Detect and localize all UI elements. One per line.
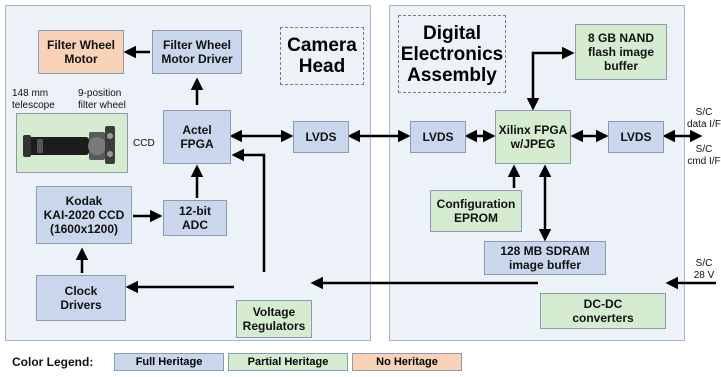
filter-wheel-label: 9-position filter wheel xyxy=(78,88,126,111)
lvds-dea-right-box: LVDS xyxy=(608,121,664,153)
wire-xilinx-nand xyxy=(526,46,575,111)
lvds-dea-left-box: LVDS xyxy=(410,121,466,153)
camera-head-title: Camera Head xyxy=(280,27,364,85)
adc-box: 12-bit ADC xyxy=(163,200,227,236)
wire-regulators-to-actel xyxy=(231,148,266,272)
legend-title: Color Legend: xyxy=(12,355,94,369)
legend-no-heritage: No Heritage xyxy=(352,353,462,371)
legend-partial-heritage: Partial Heritage xyxy=(228,353,348,371)
dc-dc-converters-box: DC-DC converters xyxy=(540,293,666,329)
legend-full-heritage: Full Heritage xyxy=(114,353,224,371)
dea-title: Digital Electronics Assembly xyxy=(398,15,506,93)
filter-wheel-motor-driver-box: Filter Wheel Motor Driver xyxy=(152,30,242,74)
power-28v-label: S/C 28 V xyxy=(693,258,715,281)
voltage-regulators-box: Voltage Regulators xyxy=(236,300,312,338)
filter-wheel-motor-box: Filter Wheel Motor xyxy=(38,30,124,74)
nand-flash-box: 8 GB NAND flash image buffer xyxy=(575,24,667,80)
telescope-label: 148 mm telescope xyxy=(12,88,55,111)
lvds-camera-box: LVDS xyxy=(293,121,349,153)
configuration-eprom-box: Configuration EPROM xyxy=(430,190,522,232)
sdram-box: 128 MB SDRAM image buffer xyxy=(484,241,606,275)
ccd-label: CCD xyxy=(133,138,155,149)
data-if-label: S/C data I/F xyxy=(687,107,721,130)
xilinx-fpga-box: Xilinx FPGA w/JPEG xyxy=(495,110,571,164)
telescope-image xyxy=(16,113,128,173)
clock-drivers-box: Clock Drivers xyxy=(36,275,126,321)
kodak-ccd-box: Kodak KAI-2020 CCD (1600x1200) xyxy=(36,186,132,244)
telescope-icon xyxy=(23,126,115,164)
cmd-if-label: S/C cmd I/F xyxy=(687,144,721,167)
actel-fpga-box: Actel FPGA xyxy=(163,110,231,164)
